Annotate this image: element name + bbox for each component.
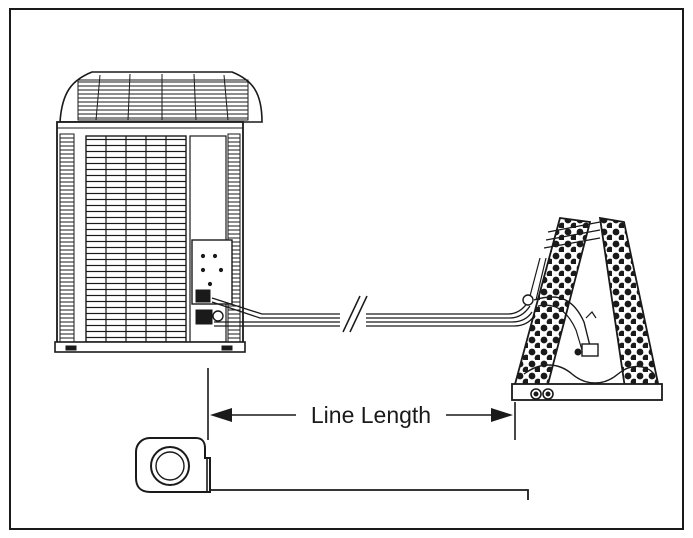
refrigerant-line-set	[211, 295, 535, 333]
dimension-arrow-left	[210, 408, 232, 422]
tape-measure-icon	[135, 437, 529, 500]
dimension-arrow-right	[491, 408, 513, 422]
line-length-dimension	[207, 368, 516, 440]
diagram-frame	[9, 8, 684, 530]
indoor-a-coil	[511, 216, 663, 401]
outdoor-condenser-unit	[54, 71, 263, 353]
line-length-label: Line Length	[311, 402, 431, 428]
